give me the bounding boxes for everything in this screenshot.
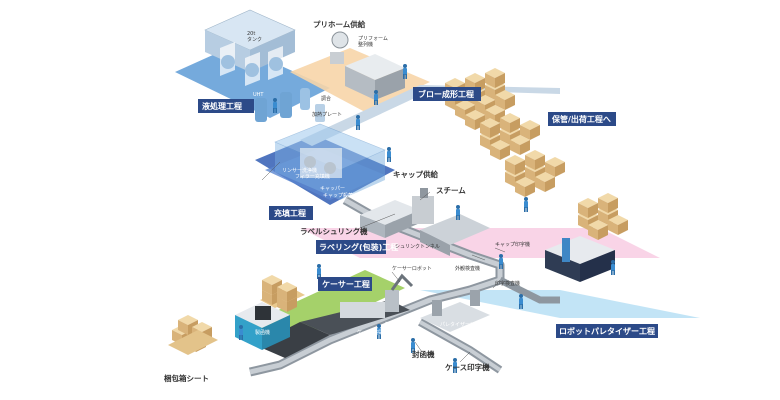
tag-caser: ケーサー工程 [318, 277, 372, 291]
packing-sheet-stack [168, 315, 218, 355]
svg-text:保管/出荷工程へ: 保管/出荷工程へ [551, 114, 611, 124]
palletizer-robot-label: パレタイザーロボット [440, 321, 490, 328]
exterior-inspect-label: 外観検査機 [455, 265, 480, 272]
tag-palletizer: ロボットパレタイザー工程 [556, 324, 658, 338]
palletizer-band [420, 290, 700, 318]
svg-text:ブロー成形工程: ブロー成形工程 [418, 89, 474, 99]
label-shrink-label: ラベルシュリンク機 [300, 226, 368, 236]
aseptic-room [274, 123, 386, 200]
svg-text:液処理工程: 液処理工程 [202, 101, 242, 111]
plate-label: 加熱プレート [312, 111, 342, 118]
print-inspect-label: 印字検査機 [495, 280, 520, 287]
tag-storage: 保管/出荷工程へ [548, 112, 616, 126]
sealer-label: 封函機 [412, 349, 435, 359]
caser-loader-label: ケーサー投入 [357, 329, 387, 336]
svg-text:ロボットパレタイザー工程: ロボットパレタイザー工程 [559, 326, 655, 336]
blow-machine [330, 31, 405, 100]
carton-former-label: 製函機 [255, 329, 270, 336]
tag-filling: 充填工程 [269, 206, 313, 220]
rinser-label: リンサー洗浄機 [282, 167, 317, 174]
storage-stack-3 [505, 150, 565, 197]
svg-text:ケーサー工程: ケーサー工程 [322, 279, 370, 289]
cap-supply-label: キャップ供給 [393, 169, 438, 179]
cap-printer-label: キャップ印字機 [495, 241, 530, 248]
shrink-tunnel-label: シュリンクトンネル [395, 244, 440, 250]
tag-blow: ブロー成形工程 [413, 87, 481, 101]
packing-sheet-label: 梱包箱シート [164, 373, 209, 383]
svg-text:充填工程: 充填工程 [274, 208, 306, 218]
uht-label: UHT [253, 92, 264, 98]
preform-align-label: プリフォーム整列機 [358, 36, 388, 48]
capper-label: キャッパー [320, 186, 345, 192]
svg-text:ラベリング(包装)工程: ラベリング(包装)工程 [319, 242, 398, 252]
filler-label: フィラー充填機 [295, 173, 330, 180]
case-printer-label: ケース印字機 [445, 362, 490, 372]
cap-sterilizer-label: キャップ殺菌機 [323, 192, 358, 199]
mix-tank-label: 調合 [321, 95, 331, 102]
steam-label: スチーム [436, 186, 466, 195]
tag-labeling: ラベリング(包装)工程 [316, 240, 398, 254]
tag-liquid: 液処理工程 [198, 99, 254, 113]
aseptic-box-label: 無菌BOX [264, 178, 285, 185]
preform-supply-label: プリホーム供給 [313, 19, 366, 29]
caser-robot-label: ケーサーロボット [392, 265, 432, 272]
box-label: 箱詰 [385, 321, 395, 328]
